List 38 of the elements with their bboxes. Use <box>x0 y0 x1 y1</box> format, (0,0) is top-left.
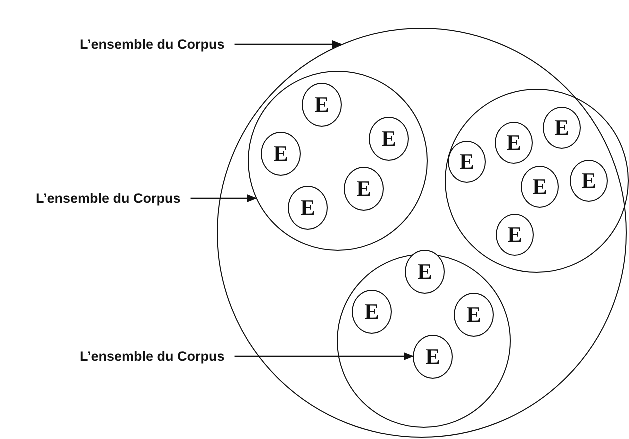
element-letter: E <box>314 94 330 116</box>
element-letter: E <box>418 261 432 283</box>
group-circle <box>445 89 629 273</box>
element-circle <box>344 167 384 211</box>
element-circle <box>302 83 342 127</box>
callout-label: L’ensemble du Corpus <box>80 349 225 364</box>
arrow <box>234 352 414 360</box>
element-circle <box>413 335 453 379</box>
element-circle <box>448 141 486 183</box>
element-circle <box>496 214 534 256</box>
element-letter: E <box>466 304 482 326</box>
element-circle <box>521 166 559 208</box>
element-letter: E <box>274 143 288 165</box>
element-circle <box>405 250 445 294</box>
element-letter: E <box>460 151 474 173</box>
element-circle <box>369 117 409 161</box>
arrow <box>234 40 342 48</box>
element-letter: E <box>506 132 522 154</box>
element-letter: E <box>364 301 380 323</box>
element-letter: E <box>426 346 440 368</box>
callout-label: L’ensemble du Corpus <box>80 37 225 52</box>
callout-label: L’ensemble du Corpus <box>36 191 181 206</box>
element-letter: E <box>300 197 316 219</box>
element-circle <box>543 107 581 149</box>
group-circle <box>248 71 428 251</box>
element-letter: E <box>532 176 548 198</box>
element-circle <box>495 122 533 164</box>
element-circle <box>288 186 328 230</box>
element-letter: E <box>382 128 396 150</box>
element-circle <box>570 160 608 202</box>
element-letter: E <box>508 224 522 246</box>
element-letter: E <box>356 178 372 200</box>
element-letter: E <box>554 117 570 139</box>
arrow <box>190 194 258 202</box>
element-circle <box>261 132 301 176</box>
element-circle <box>454 293 494 337</box>
element-circle <box>352 290 392 334</box>
element-letter: E <box>582 170 596 192</box>
